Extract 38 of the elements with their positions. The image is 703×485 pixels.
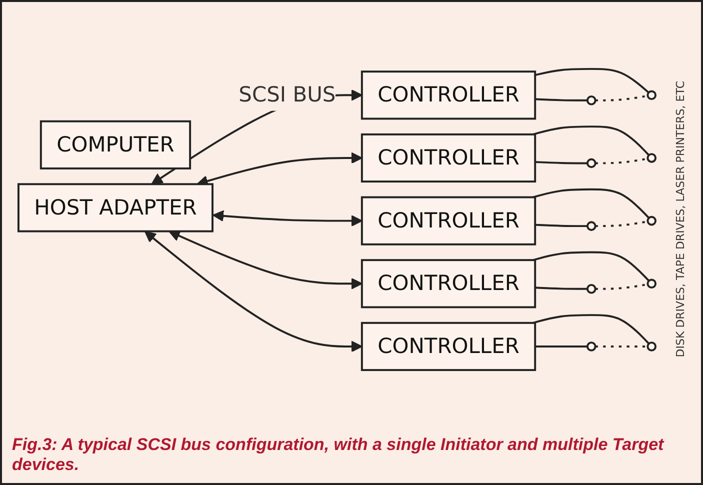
node-box: COMPUTER [40,120,192,170]
node-circle [646,153,656,163]
node-circle [646,342,656,352]
connector [595,346,648,348]
node-box: CONTROLLER [360,133,536,183]
node-box: CONTROLLER [360,196,536,246]
connector [534,68,650,94]
connector [595,158,648,164]
device-label: DISK DRIVES, TAPE DRIVES, LASER PRINTERS, ETC [674,81,687,358]
edge-label: SCSI BUS [238,82,336,107]
node-circle [646,90,656,100]
node-circle [646,278,656,289]
arrow [168,230,362,290]
connector [535,346,588,348]
connector [535,286,588,290]
node-box: CONTROLLER [360,70,536,120]
connector [595,94,648,102]
node-box: HOST ADAPTER [18,183,214,232]
connector [532,126,650,156]
arrow [212,210,362,227]
node-circle [586,284,596,294]
node-circle [586,95,596,106]
node-box: CONTROLLER [360,259,536,308]
node-box: CONTROLLER [360,322,536,372]
connector [535,161,588,164]
node-circle [586,158,596,168]
arrow [144,231,362,352]
connector [532,251,650,282]
node-circle [586,221,596,231]
connector [595,283,648,290]
node-circle [586,342,596,352]
figure-caption: Fig.3: A typical SCSI bus configuration, with a single Initiator and multiple Target devices. [12,435,666,475]
connector [535,224,588,228]
node-circle [646,216,656,226]
connector [535,98,588,102]
connector [532,188,650,219]
connector [595,220,648,228]
connector [532,314,650,344]
